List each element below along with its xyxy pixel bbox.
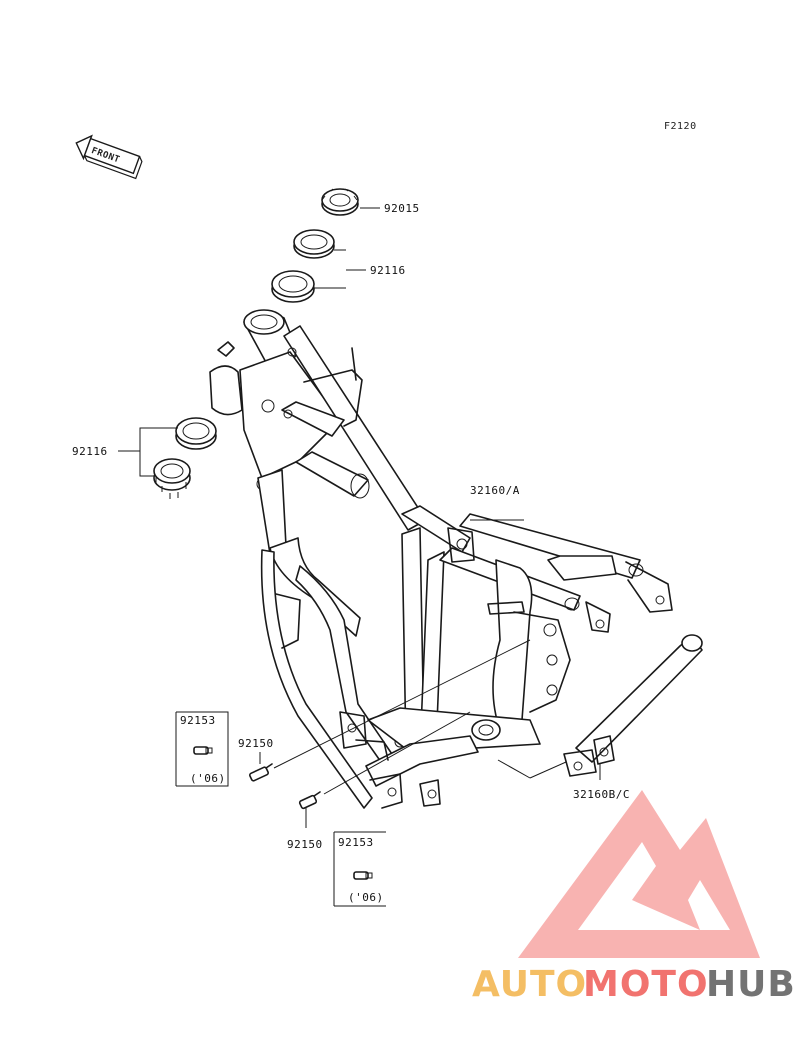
upper-bearing-race — [293, 229, 335, 259]
motorcycle-frame — [209, 309, 703, 809]
leader-lines — [118, 207, 601, 828]
callout-32160a: 32160/A — [470, 484, 520, 497]
callout-06-bottom: ('06) — [348, 891, 384, 904]
callout-32160bc: 32160B/C — [573, 788, 630, 801]
lower-bearing — [153, 458, 191, 499]
bolt-icon-bottom — [298, 791, 321, 810]
callout-92153-bottom: 92153 — [338, 836, 374, 849]
front-arrow-icon: FRONT — [75, 134, 143, 180]
logo-word-moto: MOTO — [583, 964, 709, 1005]
bolt-icon-box-bottom — [353, 871, 373, 880]
logo-word-auto: AUTO — [472, 964, 587, 1005]
callout-92015: 92015 — [384, 202, 420, 215]
callout-92150-left: 92150 — [238, 737, 274, 750]
callout-06-left: ('06) — [190, 772, 226, 785]
logo-word-hub: HUB — [706, 964, 796, 1005]
bolt-icon-box-left — [193, 746, 213, 755]
callout-92116-lower: 92116 — [72, 445, 108, 458]
callout-92116-upper: 92116 — [370, 264, 406, 277]
bolt-icon-left — [249, 763, 273, 782]
steering-nut — [321, 188, 359, 216]
callout-92153-left: 92153 — [180, 714, 216, 727]
callout-box-bottom: 92153 ('06) — [333, 831, 386, 907]
upper-bearing — [271, 270, 315, 303]
callout-92150-bottom: 92150 — [287, 838, 323, 851]
logo-triangle-icon — [518, 790, 760, 958]
figure-code: F2120 — [664, 121, 697, 132]
watermark-logo: AUTO MOTO HUB — [472, 790, 796, 1005]
lower-bearing-race — [175, 417, 217, 450]
callout-box-left: 92153 ('06) — [175, 711, 229, 787]
